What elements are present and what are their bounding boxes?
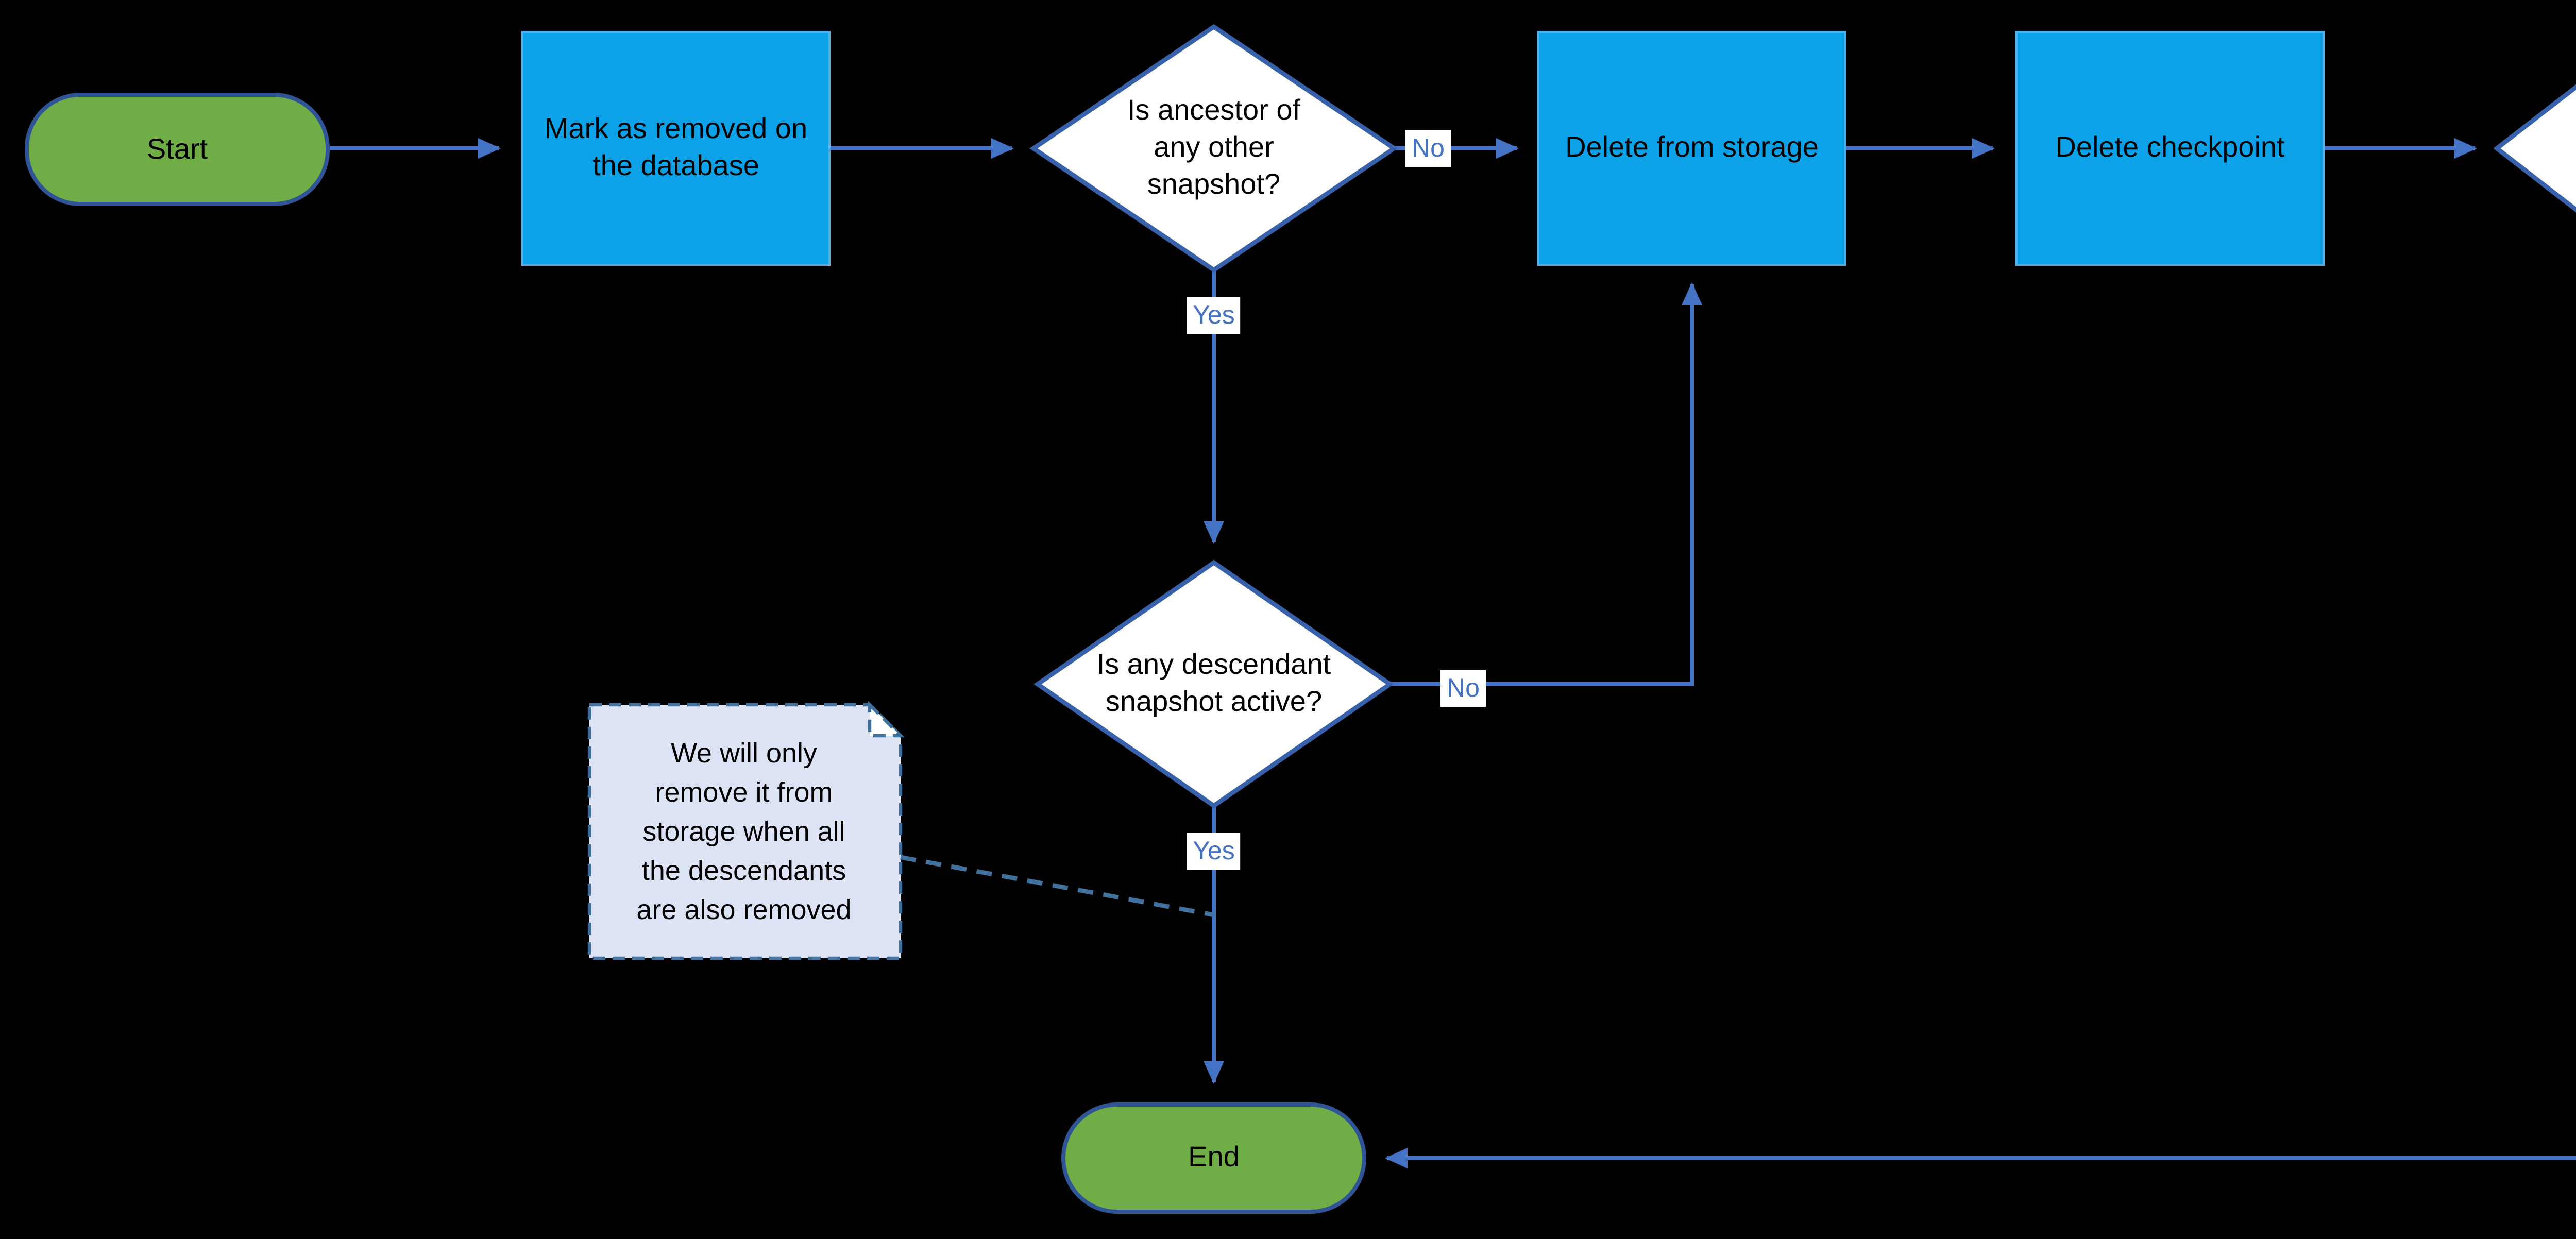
note-leader-line	[900, 855, 1214, 918]
is-ancestor-label: Is ancestor of any other snapshot?	[1127, 93, 1301, 200]
edge-label-is-ancestor-no: No	[1405, 130, 1451, 167]
has-ancestors-text: Has any ancestors?	[2560, 87, 2576, 210]
end-node: End	[1061, 1102, 1366, 1214]
has-ancestors-label: Has any ancestors?	[2560, 112, 2576, 185]
edge-label-is-ancestor-yes: Yes	[1187, 297, 1241, 334]
edge-label-descendant-no: No	[1440, 670, 1486, 707]
note-shape	[587, 701, 1214, 960]
descendant-active-label: Is any descendant snapshot active?	[1096, 647, 1331, 717]
start-label: Start	[146, 131, 208, 164]
delete-from-storage-node: Delete from storage	[1537, 31, 1846, 266]
mark-removed-node: Mark as removed on the database	[521, 31, 831, 266]
descendant-active-text: Is any descendant snapshot active?	[1070, 622, 1358, 746]
delete-from-storage-label: Delete from storage	[1565, 130, 1819, 163]
delete-checkpoint-node: Delete checkpoint	[2015, 31, 2325, 266]
edge-label-descendant-yes: Yes	[1187, 833, 1241, 870]
start-node: Start	[25, 93, 330, 206]
edge-merge-to-end	[1385, 1148, 2576, 1168]
end-label: End	[1188, 1140, 1240, 1173]
delete-checkpoint-label: Delete checkpoint	[2055, 130, 2285, 163]
note-folded-corner	[868, 701, 905, 738]
note-box	[587, 703, 903, 960]
is-ancestor-text: Is ancestor of any other snapshot?	[1111, 74, 1317, 223]
decision-shapes	[1029, 24, 2576, 809]
note-label: We will only remove it from storage when…	[636, 737, 852, 926]
descendant-active-diamond	[1033, 559, 1394, 809]
connectors	[330, 138, 2576, 1168]
edge-descendant-no-to-delete-storage	[1390, 282, 1702, 686]
has-ancestors-diamond	[2493, 84, 2576, 213]
note-text: We will only remove it from storage when…	[622, 725, 866, 938]
mark-removed-label: Mark as removed on the database	[544, 111, 808, 181]
is-ancestor-diamond	[1029, 24, 1398, 273]
